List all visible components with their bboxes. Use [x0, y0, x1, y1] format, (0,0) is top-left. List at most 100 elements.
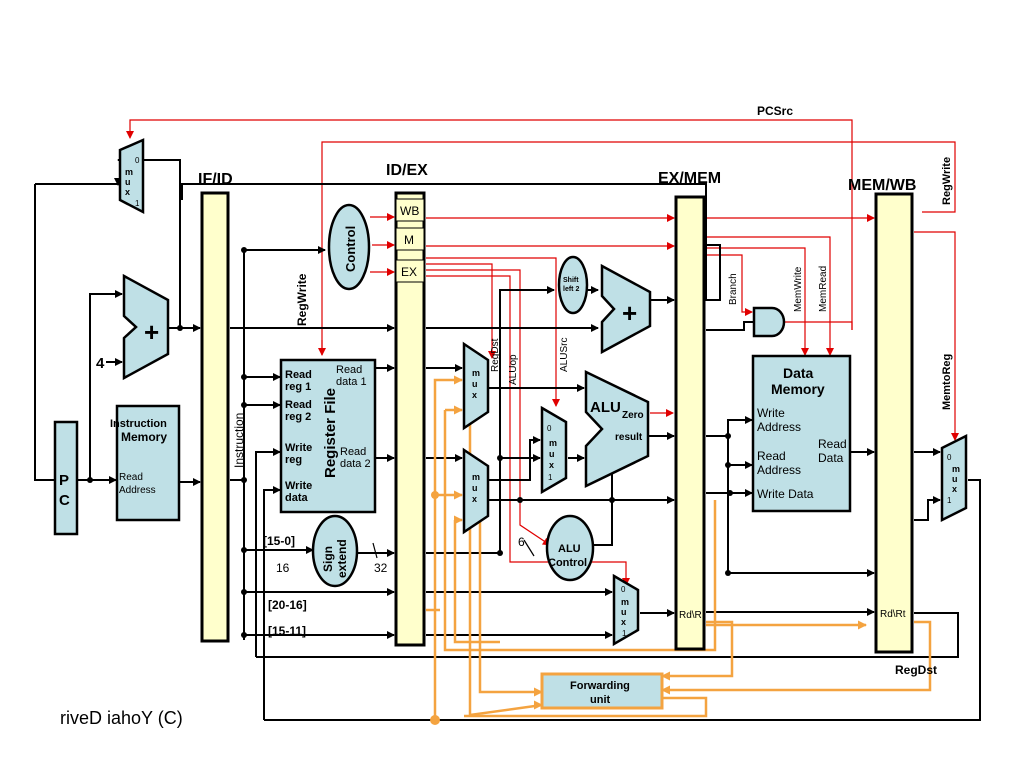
stage-label-mem-wb: MEM/WB — [848, 177, 916, 194]
regfile-read-data1-a: Read — [336, 364, 362, 376]
constant-four-label: 4 — [96, 355, 105, 372]
control-unit-label: Control — [343, 226, 358, 272]
alu-zero-label: Zero — [622, 410, 644, 421]
mux-fwd-a-u: u — [472, 379, 478, 389]
instruction-memory-title-1: Instruction — [110, 418, 167, 430]
mux-alusrc-0: 0 — [547, 424, 552, 433]
pc-label-p: P — [59, 472, 69, 489]
mux-alusrc-u: u — [549, 449, 555, 459]
bus-width-6: 6 — [518, 535, 525, 549]
data-memory-title-b: Memory — [771, 381, 825, 397]
signal-pcsrc: PCSrc — [757, 104, 793, 118]
mux-regdst-x: x — [621, 617, 626, 627]
signal-memread: MemRead — [818, 266, 829, 312]
pc-register: P C — [53, 420, 79, 536]
shift-left-unit: Shift left 2 — [557, 255, 589, 315]
regfile-read-data1-b: data 1 — [336, 376, 367, 388]
instruction-bus-label: Instruction — [232, 413, 246, 468]
data-memory-write-data: Write Data — [757, 487, 814, 501]
datapath-wires — [34, 156, 981, 721]
data-memory-write-address-a: Write — [757, 406, 785, 420]
pipeline-register-ex-mem: EX/MEM — [658, 170, 721, 651]
pipeline-register-id-ex: WB M EX ID/EX — [386, 162, 428, 647]
mux-alusrc-x: x — [549, 460, 554, 470]
mux-fwd-a-m: m — [472, 368, 480, 378]
signal-memwrite: MemWrite — [793, 266, 804, 312]
mux-alusrc-1: 1 — [548, 473, 553, 482]
regfile-read-data2-b: data 2 — [340, 458, 371, 470]
signal-regdst-ex: RegDst — [490, 338, 501, 372]
mux-pcsrc-letter-u: u — [125, 177, 131, 187]
sign-extend-label-a: Sign — [321, 546, 335, 572]
mux-memtoreg-x: x — [952, 484, 957, 494]
branch-adder-plus: + — [622, 298, 637, 328]
data-memory-read-data-b: Data — [818, 451, 844, 465]
mux-alusrc-m: m — [549, 438, 557, 448]
mux-regdst-u: u — [621, 607, 627, 617]
mux-memtoreg-0: 0 — [947, 453, 952, 462]
instruction-memory-read-address-1: Read — [119, 472, 143, 483]
mux-regdst-1: 1 — [622, 629, 627, 638]
mux-memtoreg-1: 1 — [947, 496, 952, 505]
instruction-memory: Instruction Memory Read Address — [110, 404, 181, 522]
bus-label-20-16: [20-16] — [268, 598, 307, 612]
register-file: Read reg 1 Read reg 2 Write reg Write da… — [279, 358, 377, 514]
mux-pcsrc-letter-x: x — [125, 187, 130, 197]
data-memory-write-address-b: Address — [757, 420, 801, 434]
bus-label-rd-r: Rd\R — [679, 610, 702, 621]
mux-memtoreg-u: u — [952, 474, 958, 484]
regfile-read-reg1-a: Read — [285, 369, 312, 381]
mux-fwd-b-u: u — [472, 483, 478, 493]
regfile-read-reg1-b: reg 1 — [285, 381, 311, 393]
signal-alusrc: ALUSrc — [559, 338, 570, 372]
instruction-memory-read-address-2: Address — [119, 485, 156, 496]
regfile-write-reg-b: reg — [285, 454, 302, 466]
forwarding-unit-label-b: unit — [590, 694, 610, 706]
alu-control-unit: ALU Control — [545, 514, 595, 582]
signal-memtoreg: MemtoReg — [941, 354, 953, 410]
regfile-read-data2-a: Read — [340, 446, 366, 458]
shift-left-label-b: left 2 — [563, 286, 579, 293]
pipeline-register-mem-wb: MEM/WB — [848, 177, 916, 654]
bus-label-15-0: [15-0] — [263, 534, 295, 548]
mux-fwd-a-x: x — [472, 390, 477, 400]
control-unit: Control — [327, 203, 371, 291]
forward-mux-b: m u x — [462, 447, 490, 535]
data-memory: Data Memory Write Address Read Address R… — [751, 354, 852, 513]
forward-mux-a: m u x — [462, 341, 490, 431]
mux-regdst-m: m — [621, 597, 629, 607]
alu-label: ALU — [590, 399, 621, 416]
signal-regwrite-top: RegWrite — [941, 157, 953, 205]
pc-label-c: C — [59, 492, 70, 509]
signal-branch: Branch — [728, 273, 739, 305]
stage-label-ex-mem: EX/MEM — [658, 170, 721, 187]
alu-control-label-b: Control — [548, 557, 587, 569]
regfile-write-data-a: Write — [285, 480, 312, 492]
branch-adder: + — [600, 263, 652, 355]
id-ex-field-wb: WB — [400, 204, 419, 218]
mux-pcsrc-letter-m: m — [125, 167, 133, 177]
pc-source-mux: 0 m u x 1 — [118, 138, 145, 215]
regdst-mux: 0 m u x 1 — [612, 573, 640, 647]
alu: ALU Zero result — [584, 370, 650, 488]
regfile-write-data-b: data — [285, 492, 309, 504]
pc-increment-adder: + — [122, 273, 170, 381]
signal-regwrite-id: RegWrite — [295, 273, 309, 326]
mux-fwd-b-x: x — [472, 494, 477, 504]
data-memory-title-a: Data — [783, 365, 814, 381]
data-memory-read-data-a: Read — [818, 437, 847, 451]
mux-pcsrc-input-0: 0 — [135, 156, 140, 165]
bus-label-rd-rt: Rd\Rt — [880, 609, 906, 620]
forwarding-unit: Forwarding unit — [540, 672, 664, 710]
bus-label-15-11: [15-11] — [268, 624, 306, 638]
copyright-text: riveD iahoY (C) — [60, 708, 183, 728]
instruction-memory-title-2: Memory — [121, 430, 167, 444]
branch-and-gate — [752, 306, 786, 338]
alu-control-label-a: ALU — [558, 543, 581, 555]
id-ex-field-ex: EX — [401, 265, 417, 279]
data-memory-read-address-b: Address — [757, 463, 801, 477]
mux-memtoreg-m: m — [952, 464, 960, 474]
sign-extend-label-b: extend — [335, 539, 349, 578]
mux-pcsrc-input-1: 1 — [135, 199, 140, 208]
